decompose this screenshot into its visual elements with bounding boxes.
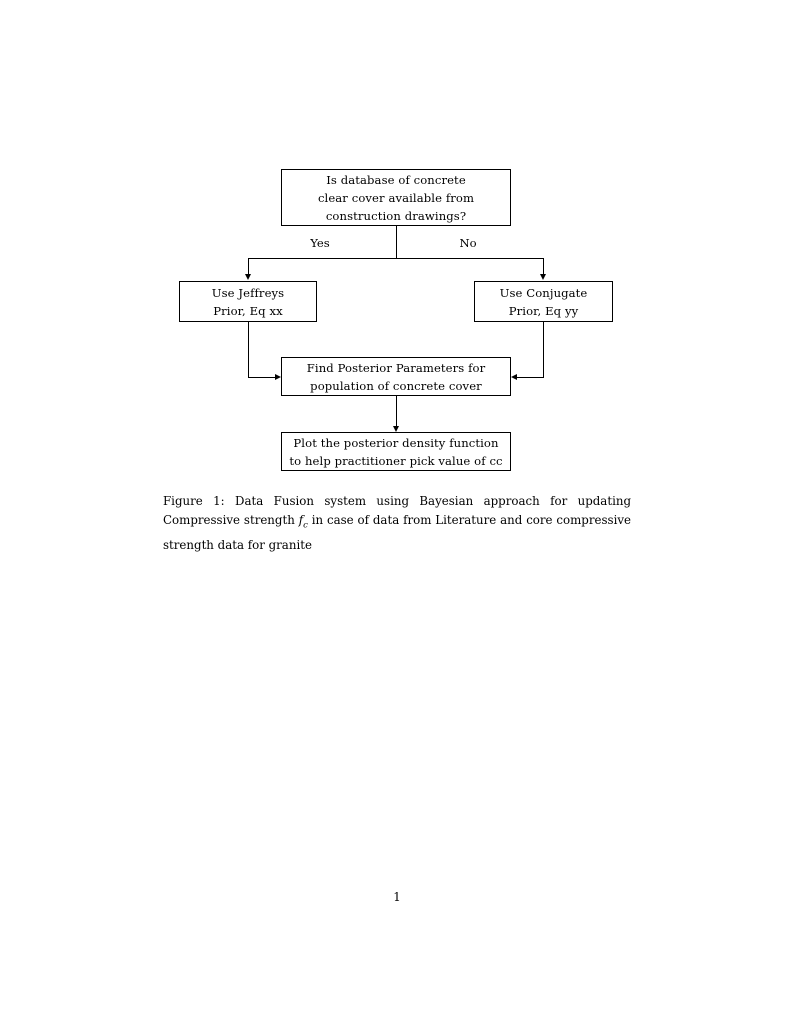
plot-line-1: Plot the posterior density function [293, 435, 499, 450]
decision-line-2: clear cover available from [317, 190, 475, 205]
posterior-line-2: population of concrete cover [310, 378, 482, 393]
conjugate-line-1: Use Conjugate [499, 285, 588, 300]
flowchart-node-jeffreys-prior: Use Jeffreys Prior, Eq xx [179, 281, 317, 322]
figure-caption: Figure 1: Data Fusion system using Bayes… [163, 492, 631, 556]
decision-line-3: construction drawings? [325, 208, 467, 223]
connector-yes-drop [248, 258, 249, 274]
plot-line-2: to help practitioner pick value of cc [289, 453, 503, 468]
connector-posterior-to-plot [396, 396, 397, 426]
branch-label-yes: Yes [310, 236, 330, 250]
connector-conjugate-left [517, 377, 544, 378]
arrowhead-into-conjugate [540, 274, 546, 280]
connector-decision-stem [396, 226, 397, 258]
page-number: 1 [393, 890, 401, 904]
caption-text-after: in case of data from Literature and core… [163, 513, 632, 553]
connector-jeffreys-right [248, 377, 275, 378]
flowchart-node-find-posterior: Find Posterior Parameters for population… [281, 357, 511, 396]
flowchart-node-plot-density: Plot the posterior density function to h… [281, 432, 511, 471]
flowchart-node-decision: Is database of concrete clear cover avai… [281, 169, 511, 226]
caption-math-fc: fc [298, 513, 308, 530]
caption-math-base: f [298, 513, 304, 528]
arrowhead-into-plot [393, 426, 399, 432]
jeffreys-line-2: Prior, Eq xx [213, 303, 283, 318]
caption-math-subscript: c [303, 520, 308, 531]
branch-label-no: No [459, 236, 477, 250]
arrowhead-into-posterior-left [275, 374, 281, 380]
posterior-line-1: Find Posterior Parameters for [306, 360, 486, 375]
caption-text-before: Data Fusion system using Bayesian approa… [163, 494, 631, 528]
figure-flowchart: Is database of concrete clear cover avai… [0, 0, 794, 490]
jeffreys-line-1: Use Jeffreys [211, 285, 285, 300]
connector-jeffreys-down [248, 322, 249, 378]
caption-label: Figure 1: [163, 494, 225, 508]
decision-line-1: Is database of concrete [326, 172, 466, 187]
arrowhead-into-posterior-right [511, 374, 517, 380]
arrowhead-into-jeffreys [245, 274, 251, 280]
conjugate-line-2: Prior, Eq yy [508, 303, 579, 318]
connector-conjugate-down [543, 322, 544, 378]
connector-branch-bar [248, 258, 544, 259]
connector-no-drop [543, 258, 544, 274]
flowchart-node-conjugate-prior: Use Conjugate Prior, Eq yy [474, 281, 613, 322]
